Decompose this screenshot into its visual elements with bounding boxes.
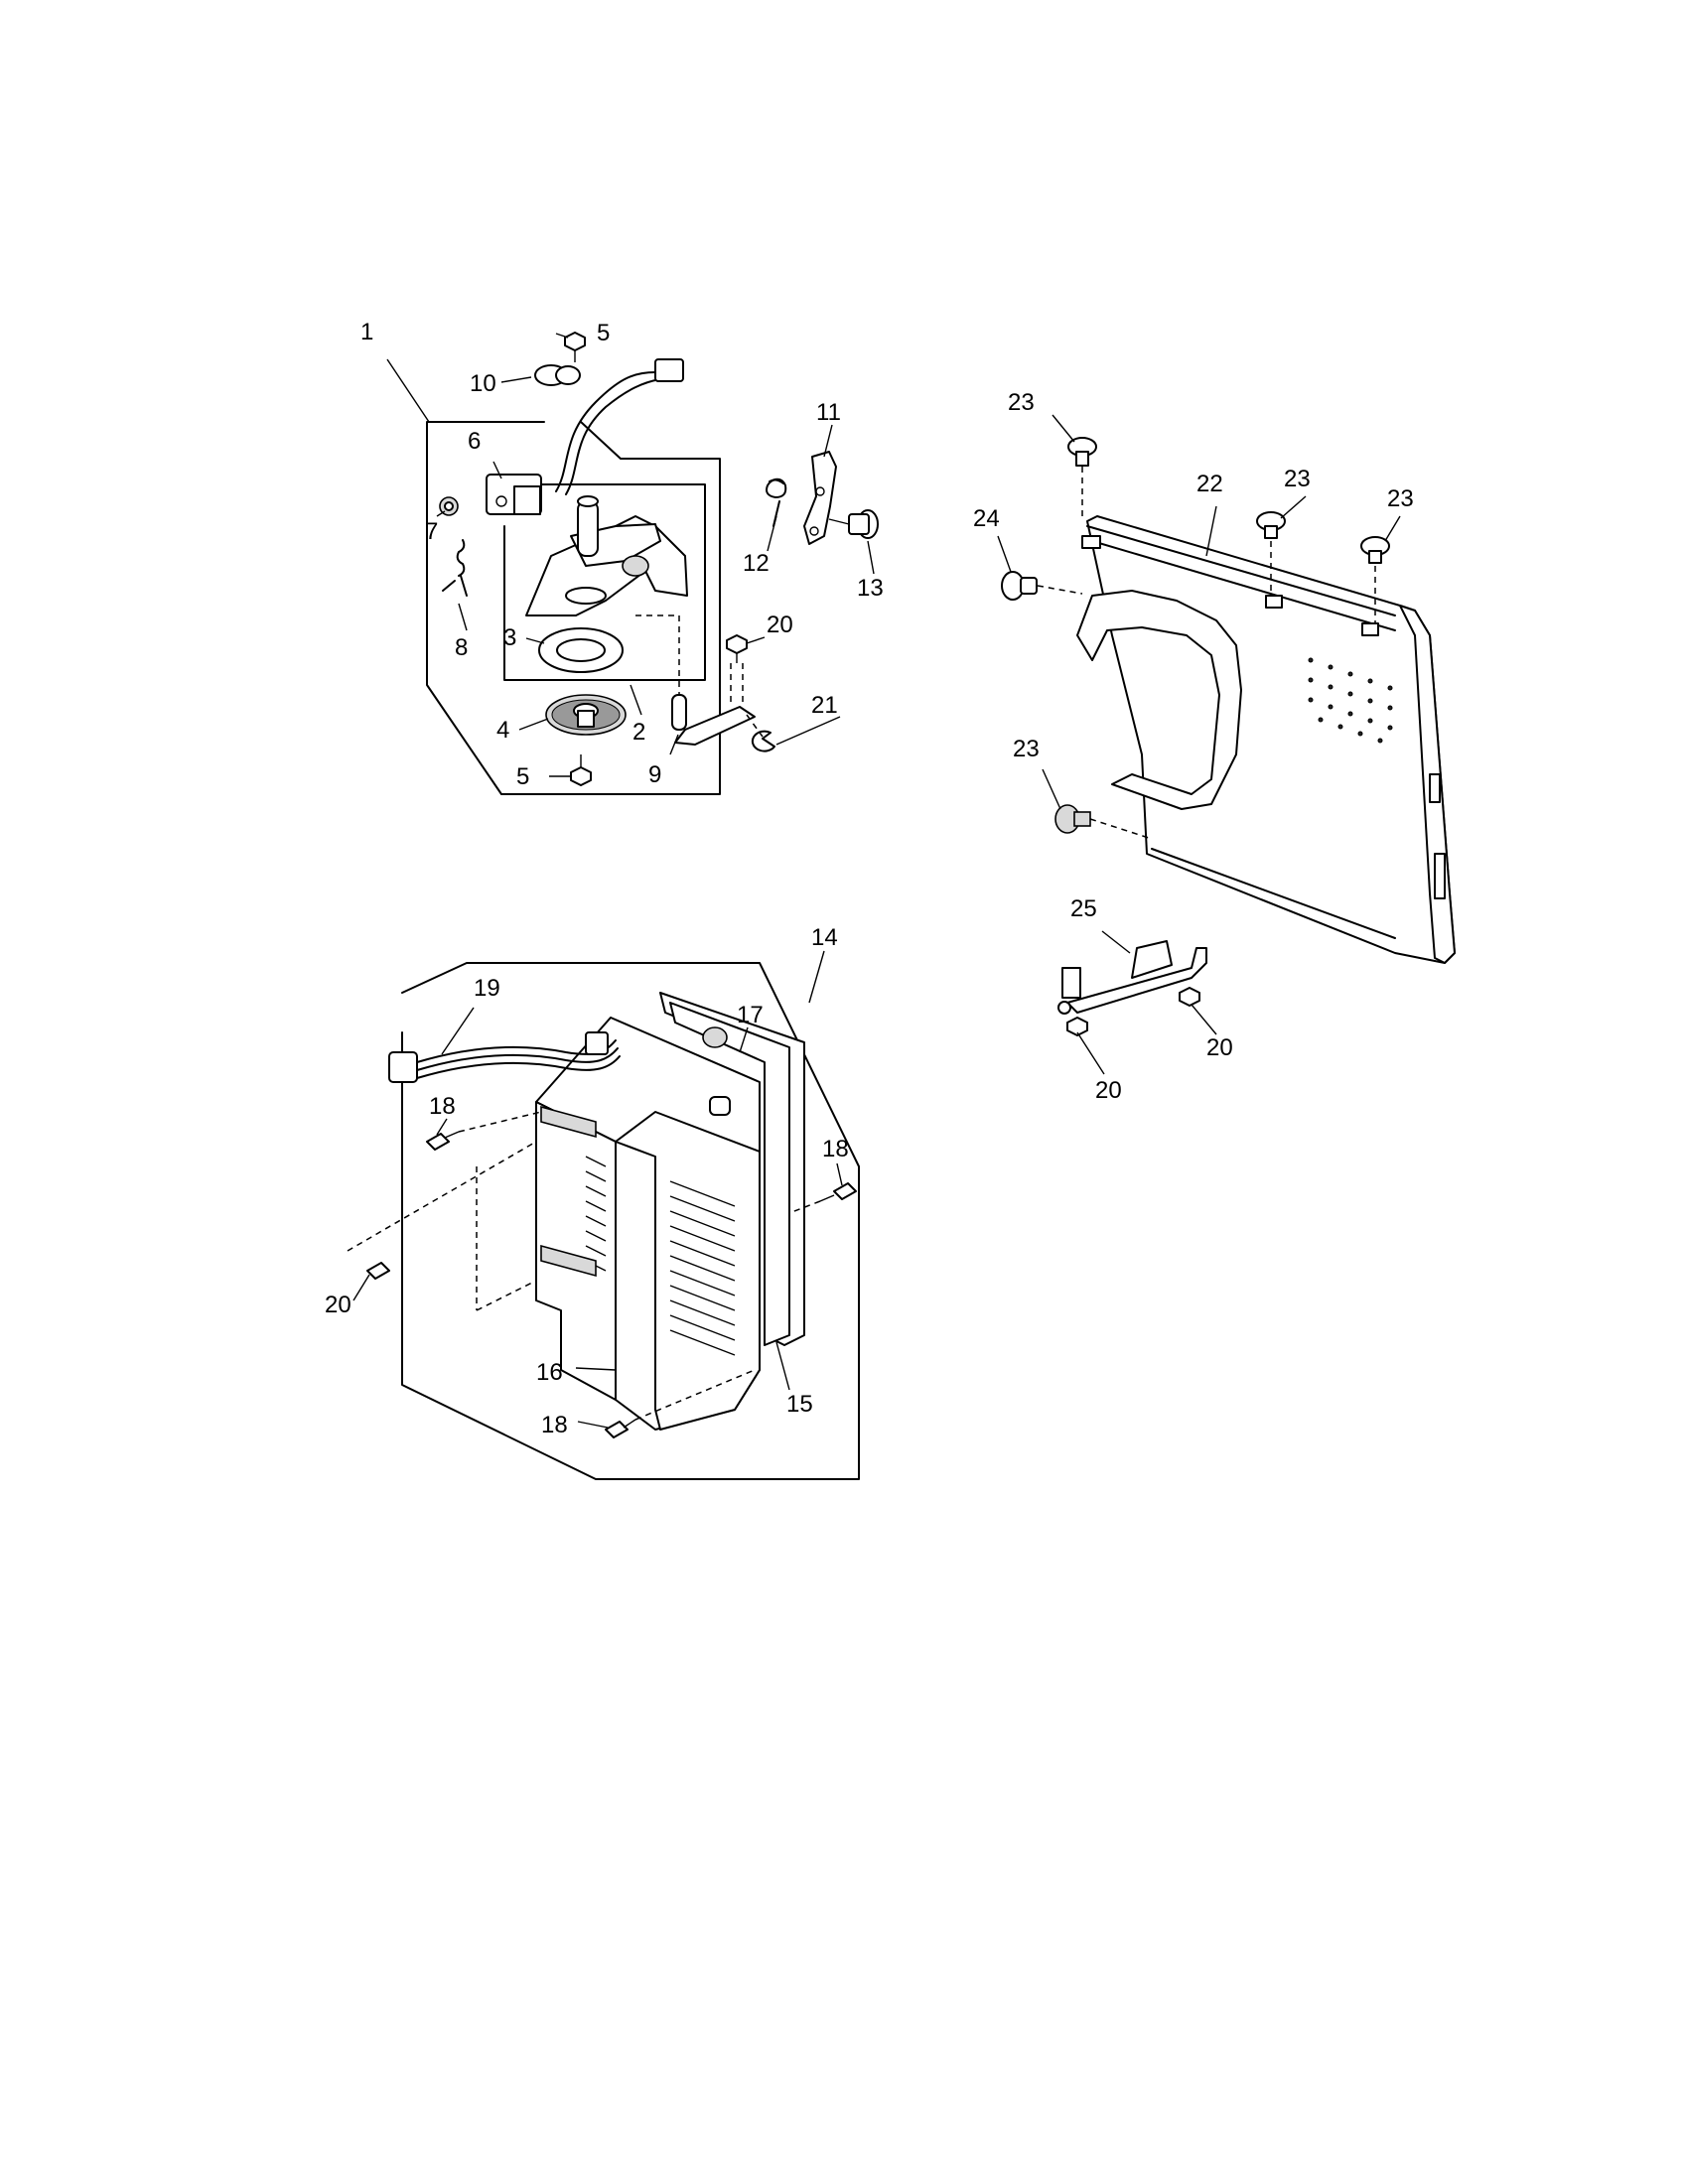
sensor-6 [486, 474, 542, 515]
screw-13 [828, 509, 879, 539]
group-1-boundary [426, 421, 721, 795]
cam-body-2 [525, 495, 688, 616]
label-part-12: 12 [743, 550, 770, 577]
label-part-22: 22 [1196, 471, 1223, 497]
vent-slots [585, 1156, 736, 1356]
clamp-10 [534, 364, 581, 386]
screw-20-bracket-right [1179, 987, 1200, 1007]
label-part-23-top-right: 23 [1387, 485, 1414, 512]
label-part-10: 10 [470, 370, 496, 397]
label-part-9: 9 [648, 761, 661, 788]
screw-23-bottom [1054, 804, 1153, 840]
assembly-22-side-cover [1001, 437, 1456, 1036]
label-part-24: 24 [973, 505, 1000, 532]
group-2-boundary [503, 483, 706, 681]
assembly-1-cam-group [426, 332, 879, 795]
gear-4 [545, 694, 627, 736]
label-part-23-top-middle: 23 [1284, 466, 1311, 492]
label-part-17: 17 [737, 1002, 764, 1028]
connector-19-right [585, 1031, 609, 1055]
wire-connector [654, 358, 684, 382]
label-part-20-bracket-left: 20 [1095, 1077, 1122, 1104]
wire-harness-19 [388, 1031, 621, 1083]
label-part-1: 1 [360, 319, 373, 345]
ring-3 [538, 627, 624, 673]
label-part-5-top: 5 [597, 320, 610, 346]
power-box-16 [535, 1017, 761, 1431]
label-part-5-bottom: 5 [516, 763, 529, 790]
wire-harness [555, 371, 656, 492]
label-part-4: 4 [496, 717, 509, 744]
label-part-11: 11 [816, 399, 841, 426]
screw-24 [1001, 571, 1083, 601]
label-part-15: 15 [786, 1391, 813, 1418]
spring-8 [442, 539, 468, 597]
label-part-23-top-left: 23 [1008, 389, 1035, 416]
label-part-20-group1: 20 [767, 612, 793, 638]
label-part-20-bracket-right: 20 [1206, 1034, 1233, 1061]
screw-23-top-right [1360, 536, 1390, 623]
mounting-plate-15-17 [659, 992, 805, 1346]
label-part-21: 21 [811, 692, 838, 719]
label-part-18-left: 18 [429, 1093, 456, 1120]
screw-5-top [564, 332, 586, 362]
label-part-18-right: 18 [822, 1136, 849, 1162]
screw-20-bracket-left [1066, 1017, 1088, 1036]
label-part-23-bottom: 23 [1013, 736, 1040, 762]
lever-11 [803, 451, 837, 545]
leader-lines [352, 333, 1401, 1429]
screw-20-group1 [726, 634, 748, 707]
label-part-19: 19 [474, 975, 500, 1002]
label-part-16: 16 [536, 1359, 563, 1386]
label-part-7: 7 [425, 518, 438, 545]
handle-opening [1076, 590, 1242, 810]
label-part-25: 25 [1070, 895, 1097, 922]
label-part-20-group14: 20 [325, 1292, 351, 1318]
label-part-2: 2 [632, 719, 645, 746]
part-number-labels: 1 2 3 4 5 5 6 7 8 9 10 11 12 13 14 15 16… [325, 319, 1414, 1438]
cover-shell-22 [1086, 515, 1456, 964]
label-part-13: 13 [857, 575, 884, 602]
screw-23-top-middle [1256, 511, 1286, 596]
bracket-25 [1057, 940, 1207, 1015]
label-part-6: 6 [468, 428, 481, 455]
screw-5-bottom [570, 754, 592, 786]
group-14-boundary [401, 962, 860, 1480]
screw-18-left [426, 1111, 542, 1151]
label-part-14: 14 [811, 924, 838, 951]
label-part-18-bottom: 18 [541, 1412, 568, 1438]
e-ring-21 [746, 714, 775, 752]
speaker-grille [1308, 657, 1393, 744]
label-part-3: 3 [503, 624, 516, 651]
label-part-8: 8 [455, 634, 468, 661]
screw-18-right [788, 1182, 857, 1214]
screw-18-bottom [605, 1369, 756, 1438]
screw-23-top-left [1067, 437, 1097, 516]
screw-20-group14 [347, 1141, 537, 1311]
connector-19-left [388, 1051, 418, 1083]
assembly-14-power-unit [347, 962, 860, 1480]
bracket-9 [635, 614, 756, 746]
